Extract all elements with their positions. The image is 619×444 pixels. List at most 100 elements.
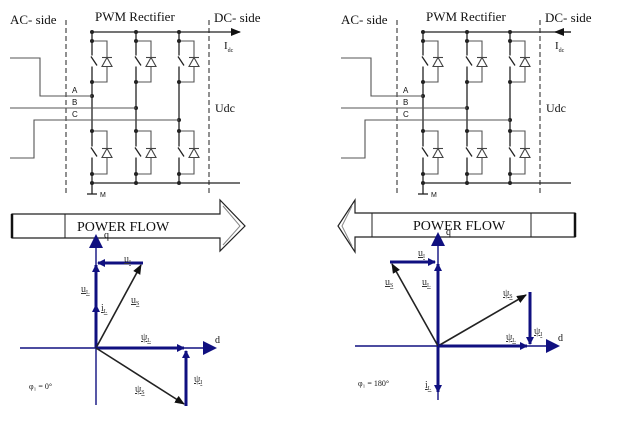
node-dot: [134, 129, 138, 133]
ac-side-label: AC- side: [341, 12, 388, 27]
phase-a-line: [10, 57, 92, 97]
label-u-S: uS: [385, 277, 393, 289]
udc-label: Udc: [215, 101, 235, 115]
idc-label: Idc: [224, 40, 234, 54]
diode-icon: [476, 147, 488, 159]
phase-label-a: A: [403, 86, 409, 95]
switch-symbol: [177, 131, 185, 174]
phase-label-b: B: [72, 98, 77, 107]
node-dot: [421, 39, 425, 43]
idc-sub: dc: [559, 48, 565, 54]
vector-u-S: [391, 263, 439, 347]
node-dot: [508, 181, 512, 185]
node-dot: [90, 39, 94, 43]
power-flow-arrow-left: POWER FLOW: [337, 197, 577, 255]
switch-symbol: [90, 41, 98, 82]
node-dot: [465, 39, 469, 43]
label-i-L: iL: [425, 380, 432, 392]
node-dot: [465, 30, 469, 34]
q-axis-label: q: [446, 227, 451, 238]
igbt-diode-cell: [90, 129, 113, 176]
label-u-I: uI: [418, 248, 425, 260]
node-dot: [508, 39, 512, 43]
switch-symbol: [134, 41, 142, 82]
node-dot: [177, 30, 181, 34]
node-dot: [508, 129, 512, 133]
switch-symbol: [465, 131, 473, 174]
dc-side-label: DC- side: [545, 10, 592, 25]
igbt-diode-cell: [465, 129, 488, 176]
diode-icon: [432, 56, 444, 68]
igbt-diode-cell: [90, 39, 113, 84]
phasor-diagram-left: q d uI uL iL uS ψL ψI ψS φ₁ = 0°: [20, 230, 220, 406]
phase-c-line: [10, 119, 179, 159]
idc-main: I: [224, 40, 228, 52]
idc-main: I: [555, 40, 559, 52]
diode-icon: [188, 56, 200, 68]
igbt-diode-cell: [508, 129, 531, 176]
rectifier-label: PWM Rectifier: [95, 9, 175, 24]
node-dot: [508, 30, 512, 34]
label-u-L: uL: [422, 277, 431, 289]
phase-label-c: C: [403, 110, 409, 119]
d-axis-label: d: [558, 333, 563, 344]
label-psi-I: ψI: [534, 326, 542, 338]
switch-symbol: [134, 131, 142, 174]
label-u-S: uS: [131, 295, 139, 307]
node-dot: [134, 39, 138, 43]
node-dot: [421, 30, 425, 34]
diode-icon: [432, 147, 444, 159]
node-dot: [177, 39, 181, 43]
switch-symbol: [421, 41, 429, 82]
node-dot: [465, 129, 469, 133]
label-psi-S: ψS: [503, 288, 513, 300]
label-psi-L: ψL: [506, 332, 516, 344]
switch-symbol: [508, 131, 516, 174]
node-dot: [177, 129, 181, 133]
label-psi-S: ψS: [135, 384, 145, 396]
label-u-L: uL: [81, 284, 90, 296]
idc-sub: dc: [228, 48, 234, 54]
node-dot: [134, 181, 138, 185]
label-psi-I: ψI: [194, 374, 202, 386]
node-dot: [90, 129, 94, 133]
diode-icon: [145, 147, 157, 159]
phase-a-line: [341, 57, 423, 97]
igbt-diode-cell: [177, 39, 200, 84]
ground-label: M: [100, 192, 106, 199]
phase-label-c: C: [72, 110, 78, 119]
ac-side-label: AC- side: [10, 12, 57, 27]
power-flow-label: POWER FLOW: [413, 219, 506, 234]
igbt-diode-cell: [421, 39, 444, 84]
label-i-L: iL: [101, 303, 108, 315]
idc-label: Idc: [555, 40, 565, 54]
igbt-diode-cell: [177, 129, 200, 176]
diode-icon: [101, 147, 113, 159]
angle-label: φ₁ = 180°: [358, 379, 389, 388]
node-dot: [421, 129, 425, 133]
diode-icon: [476, 56, 488, 68]
node-dot: [177, 181, 181, 185]
diode-icon: [101, 56, 113, 68]
diode-icon: [519, 56, 531, 68]
rectifier-label: PWM Rectifier: [426, 9, 506, 24]
phase-label-a: A: [72, 86, 78, 95]
switch-symbol: [508, 41, 516, 82]
power-flow-arrow-right: POWER FLOW: [10, 198, 246, 253]
igbt-diode-cell: [134, 39, 157, 84]
phase-c-line: [341, 119, 510, 159]
vector-psi-S: [95, 347, 185, 405]
igbt-diode-cell: [465, 39, 488, 84]
igbt-diode-cell: [134, 129, 157, 176]
udc-label: Udc: [546, 101, 566, 115]
ground-label: M: [431, 192, 437, 199]
phase-label-b: B: [403, 98, 408, 107]
igbt-diode-cell: [508, 39, 531, 84]
angle-label: φ₁ = 0°: [29, 382, 52, 391]
switch-symbol: [177, 41, 185, 82]
switch-symbol: [421, 131, 429, 174]
igbt-diode-cell: [421, 129, 444, 176]
